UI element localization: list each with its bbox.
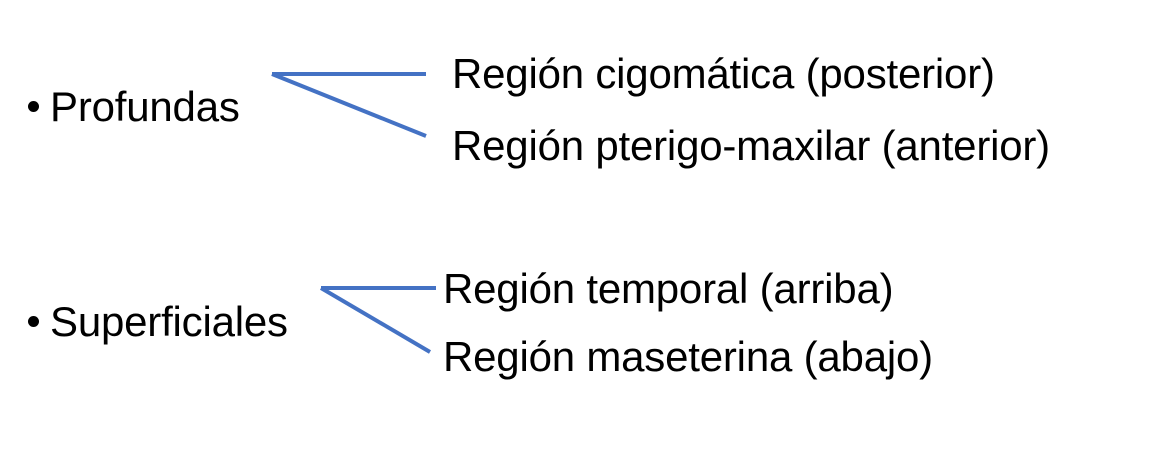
leaf-label-region-pterigo-maxilar: Región pterigo-maxilar (anterior) [452,122,1050,169]
bullet-label-profundas: Profundas [50,83,240,130]
leaf-label-region-temporal: Región temporal (arriba) [443,265,894,312]
bullet-dot-icon [28,101,39,112]
connector-fork-profundas [271,72,427,138]
bullet-item-profundas: Profundas [28,86,240,128]
connector-fork-superficiales [319,286,436,354]
bullet-item-superficiales: Superficiales [28,301,288,343]
connector-branch-bottom [271,72,427,138]
leaf-label-region-maseterina: Región maseterina (abajo) [443,333,933,380]
bullet-dot-icon [28,316,39,327]
leaf-label-region-cigomatica: Región cigomática (posterior) [452,50,995,97]
bullet-label-superficiales: Superficiales [50,298,288,345]
connector-branch-bottom [319,286,432,354]
